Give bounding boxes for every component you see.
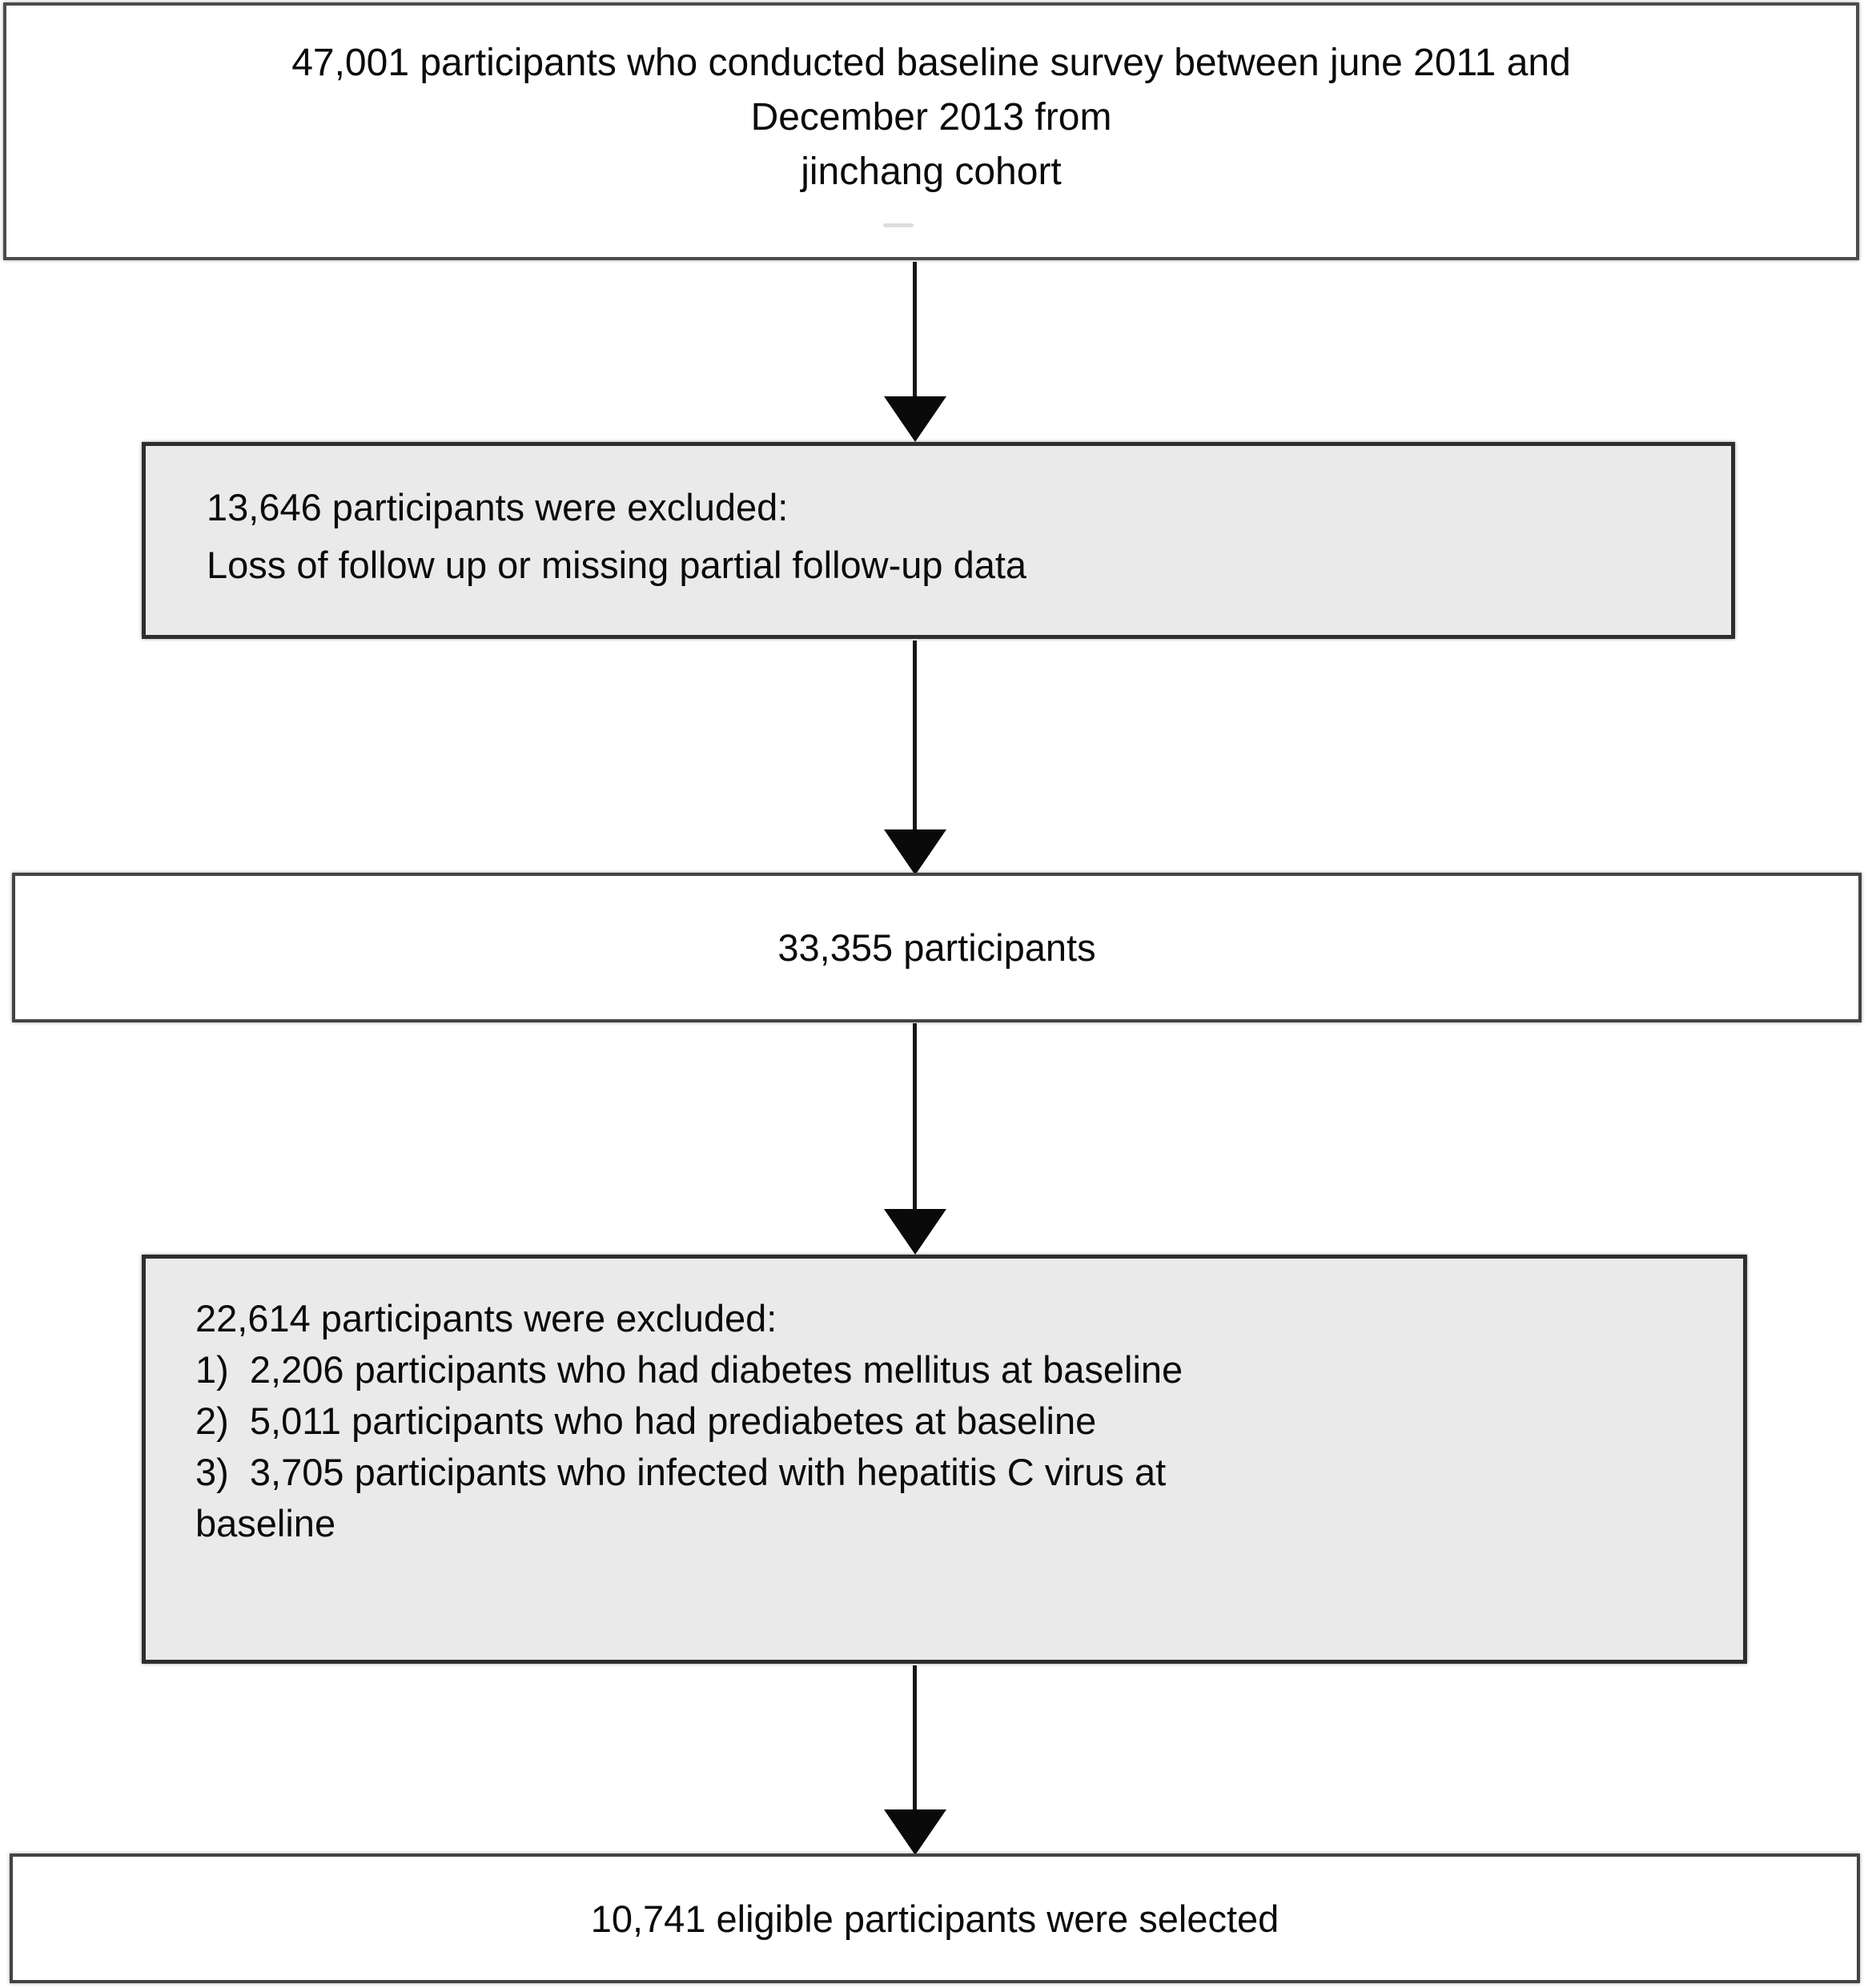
arrow-shaft: [913, 1023, 917, 1211]
arrowhead-down-icon: [884, 829, 946, 875]
arrowhead-down-icon: [884, 396, 946, 442]
text-line: Loss of follow up or missing partial fol…: [207, 544, 1027, 586]
text-line: 3) 3,705 participants who infected with …: [195, 1451, 1167, 1493]
text-line: 10,741 eligible participants were select…: [590, 1897, 1279, 1940]
arrow-shaft: [913, 641, 917, 831]
text-line: baseline: [195, 1502, 336, 1544]
node-excluded-followup: 13,646 participants were excluded: Loss …: [142, 442, 1735, 639]
node-participants-after-exclusion: 33,355 participants: [12, 873, 1862, 1022]
node-text-block: 13,646 participants were excluded: Loss …: [146, 446, 1816, 594]
node-baseline-cohort: 47,001 participants who conducted baseli…: [3, 2, 1859, 260]
text-line: 2) 5,011 participants who had prediabete…: [195, 1400, 1097, 1442]
text-line: December 2013 from: [750, 96, 1112, 139]
text-line: jinchang cohort: [801, 151, 1062, 193]
node-excluded-baseline-conditions: 22,614 participants were excluded: 1) 2,…: [142, 1255, 1747, 1664]
text-line: 22,614 participants were excluded:: [195, 1297, 777, 1339]
arrowhead-down-icon: [884, 1209, 946, 1255]
node-eligible-selected: 10,741 eligible participants were select…: [10, 1853, 1860, 1983]
arrowhead-down-icon: [884, 1809, 946, 1855]
text-line: 13,646 participants were excluded:: [207, 486, 789, 528]
node-text-block: 22,614 participants were excluded: 1) 2,…: [146, 1259, 1817, 1549]
text-line: 33,355 participants: [777, 926, 1096, 969]
text-line: 47,001 participants who conducted baseli…: [291, 42, 1571, 84]
arrow-shaft: [913, 1665, 917, 1811]
scan-artifact: [883, 223, 914, 227]
arrow-shaft: [913, 262, 917, 396]
node-text-block: 47,001 participants who conducted baseli…: [6, 6, 1856, 199]
text-line: 1) 2,206 participants who had diabetes m…: [195, 1348, 1183, 1391]
